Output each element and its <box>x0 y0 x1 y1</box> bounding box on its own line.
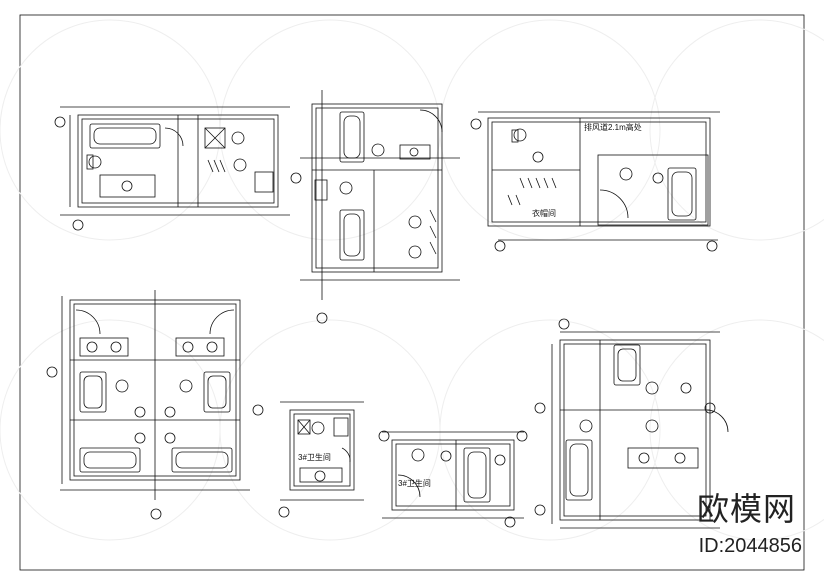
sheet-border <box>19 14 805 571</box>
bath-3b-label: 3#卫生间 <box>398 479 431 488</box>
plan-f <box>382 431 524 519</box>
plan-c <box>478 111 720 241</box>
axis-markers <box>46 116 718 528</box>
brand-logo-text: 欧模网 <box>696 491 796 527</box>
closet-label: 衣帽间 <box>532 209 556 218</box>
plan-g <box>551 331 729 529</box>
plan-d <box>60 290 250 500</box>
bath-3-label: 3#卫生间 <box>298 453 331 462</box>
plan-e <box>280 401 364 501</box>
watermark-arcs <box>0 19 824 541</box>
plan-b <box>300 90 460 300</box>
exhaust-label: 排风道2.1m高处 <box>584 123 642 132</box>
image-id-label: ID:2044856 <box>698 535 802 557</box>
plan-a <box>60 106 290 216</box>
